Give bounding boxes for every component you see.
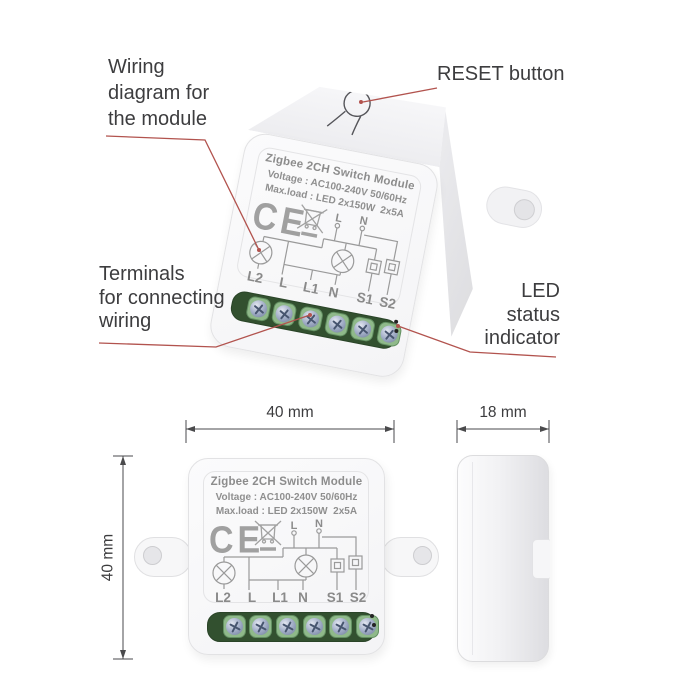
terminal-label: S1 (355, 290, 374, 308)
mounting-ear (483, 183, 546, 232)
dimension-arrow (385, 426, 394, 432)
wiring-diagram-label: Wiring diagram for the module (108, 54, 209, 132)
dimension-arrow (120, 456, 126, 465)
terminal-screw (359, 618, 376, 635)
terminal-label: N (298, 590, 308, 605)
label-line: Terminals (99, 263, 185, 285)
terminal-label: L2 (246, 268, 265, 286)
wiring-diagram: L N L2 L L1 N S1 S2 (212, 518, 367, 605)
height-dimension: 40 mm (99, 533, 117, 582)
reset-button-label: RESET button (437, 61, 564, 87)
label-line: RESET button (437, 63, 565, 85)
led-indicator-label: LED status indicator (440, 280, 560, 351)
label-line: diagram for (108, 82, 210, 104)
terminal-label: S2 (350, 590, 367, 605)
label-line: indicator (484, 327, 560, 349)
dimension-arrow (186, 426, 195, 432)
terminal-screw (379, 324, 400, 345)
dimension-arrow (457, 426, 466, 432)
terminal-label: L (278, 274, 289, 290)
terminal-screw (327, 314, 348, 335)
terminal-screw (300, 308, 321, 329)
terminal-screw (248, 298, 269, 319)
width-dimension: 40 mm (266, 404, 314, 421)
weee-icon (296, 204, 328, 238)
module-title: Zigbee 2CH Switch Module (210, 476, 363, 488)
status-led (370, 614, 374, 618)
label-line: wiring (99, 310, 152, 332)
terminal-screw (306, 618, 323, 635)
mounting-hole (512, 197, 537, 223)
terminal-screw (274, 303, 295, 324)
module-max-load: Max.load : LED 2x150W 2x5A (215, 505, 358, 517)
terminal-block (207, 612, 379, 642)
module-voltage: Voltage : AC100-240V 50/60Hz (215, 492, 358, 503)
weee-icon (254, 520, 282, 551)
terminal-label-top: N (359, 215, 369, 228)
label-line: Wiring (108, 56, 165, 78)
module-photo: Zigbee 2CH Switch Module Voltage : AC100… (206, 130, 546, 381)
terminals-label: Terminals for connecting wiring (99, 263, 225, 334)
terminal-label-top: N (315, 518, 323, 530)
module-front-face: Zigbee 2CH Switch Module Voltage : AC100… (206, 130, 442, 381)
terminal-label: L (248, 590, 256, 605)
terminal-label: S1 (327, 590, 344, 605)
terminal-screw (252, 618, 269, 635)
label-line: status (506, 303, 560, 326)
dimension-arrow (540, 426, 549, 432)
mounting-ear (381, 537, 439, 577)
label-line: for connecting (99, 286, 225, 309)
label-line: the module (108, 108, 207, 130)
ce-mark: CE (209, 519, 265, 562)
terminal-label: L2 (215, 590, 231, 605)
mounting-hole (413, 546, 432, 565)
lid-seam (472, 462, 473, 655)
terminal-label: N (327, 284, 339, 301)
terminal-label: L1 (302, 279, 321, 297)
module-side-view (457, 455, 550, 662)
terminal-label: L1 (272, 590, 288, 605)
module-front-view: Zigbee 2CH Switch Module Voltage : AC100… (188, 458, 385, 655)
terminal-label-top: L (291, 520, 298, 532)
label-line: LED (521, 280, 560, 302)
terminal-screw (279, 618, 296, 635)
reset-keyhole-icon (322, 83, 392, 149)
label-recess (203, 471, 369, 603)
mounting-ear (134, 537, 192, 577)
dimension-arrow (120, 650, 126, 659)
terminal-screw (352, 319, 373, 339)
status-led (372, 623, 376, 627)
mounting-hole (142, 546, 162, 565)
terminal-label-top: L (334, 212, 343, 225)
side-ear-notch (532, 539, 550, 579)
depth-dimension: 18 mm (479, 404, 527, 421)
terminal-screw (332, 618, 349, 635)
wiring-diagram: L N L2 L L1 N S1 S2 (246, 212, 401, 312)
terminal-label: S2 (378, 294, 397, 312)
terminal-screw (226, 618, 243, 635)
